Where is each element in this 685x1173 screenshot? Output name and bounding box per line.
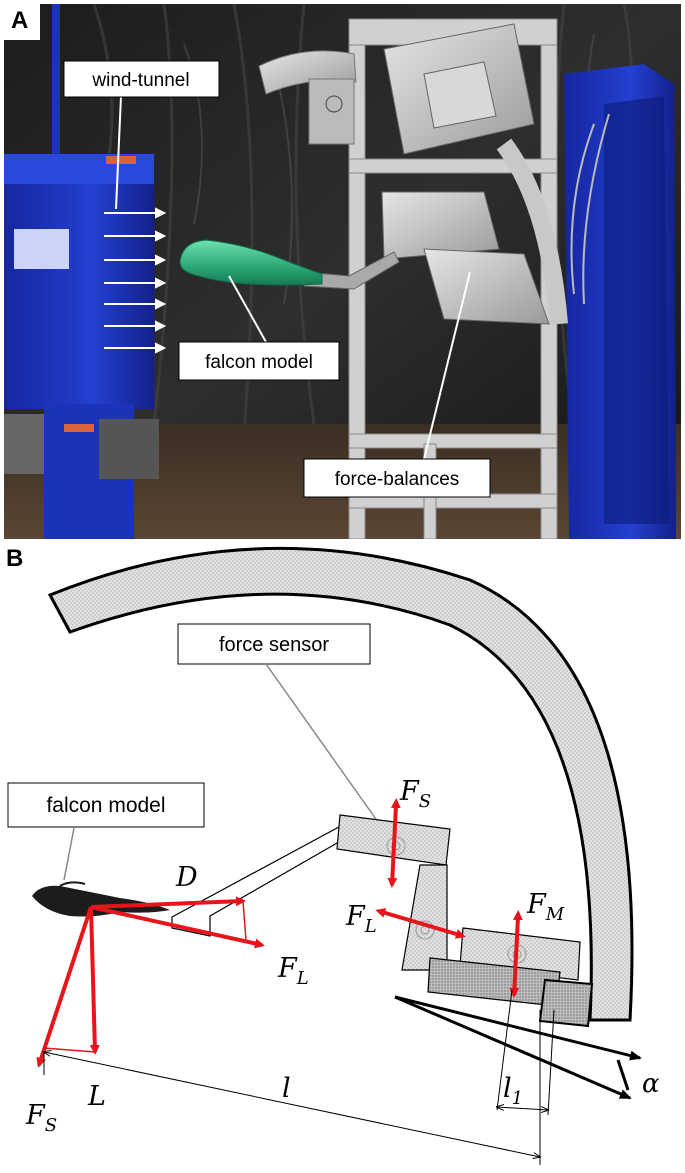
sensor-lower bbox=[427, 927, 594, 1028]
force-sensor-label-text: force sensor bbox=[219, 634, 329, 656]
arrow-drag bbox=[90, 896, 246, 909]
arrow-lift-body bbox=[90, 905, 265, 949]
dimension-lines bbox=[44, 989, 555, 1165]
symbol-fs-top: FS bbox=[399, 776, 431, 812]
label-falcon-model-b: falcon model bbox=[7, 782, 205, 828]
falcon-model-label-text-b: falcon model bbox=[46, 794, 165, 817]
symbol-l-length: l bbox=[282, 1073, 291, 1104]
symbol-d: D bbox=[175, 862, 198, 893]
wind-arrows-group bbox=[104, 207, 167, 354]
label-falcon-model-a: falcon model bbox=[178, 341, 340, 381]
arrow-lift-down bbox=[89, 906, 100, 1055]
sensor-column bbox=[401, 864, 448, 971]
sting-rod bbox=[171, 820, 359, 937]
panel-a-letter-box: A bbox=[4, 4, 40, 40]
arrow-sensor-lift bbox=[375, 908, 466, 939]
arrow-sensor-side bbox=[387, 798, 401, 888]
panel-a-letter: A bbox=[11, 7, 29, 34]
symbol-alpha: α bbox=[642, 1069, 660, 1099]
force-balances-label-text: force-balances bbox=[335, 469, 460, 490]
label-wind-tunnel: wind-tunnel bbox=[63, 60, 220, 98]
symbol-fs-bottom: FS bbox=[25, 1100, 57, 1136]
symbol-fl-body: FL bbox=[277, 953, 309, 989]
symbol-fm: FM bbox=[526, 889, 565, 925]
force-balance-schematic: force sensor falcon model bbox=[7, 546, 660, 1165]
arrow-sensor-moment bbox=[509, 910, 523, 998]
curved-rail bbox=[47, 546, 634, 1022]
falcon-silhouette bbox=[32, 881, 170, 917]
symbol-fl-sensor: FL bbox=[345, 901, 377, 937]
arrow-side-force bbox=[36, 906, 93, 1068]
wind-tunnel-label-text: wind-tunnel bbox=[91, 70, 189, 91]
falcon-model-label-text-a: falcon model bbox=[205, 352, 313, 373]
symbol-l-upper: L bbox=[87, 1081, 106, 1112]
label-force-sensor: force sensor bbox=[177, 623, 371, 665]
label-force-balances: force-balances bbox=[303, 458, 491, 498]
panel-b-letter: B bbox=[6, 545, 24, 572]
symbol-l1: l1 bbox=[503, 1073, 523, 1109]
wind-tunnel-photo: wind-tunnel falcon model force-balances bbox=[4, 4, 681, 539]
